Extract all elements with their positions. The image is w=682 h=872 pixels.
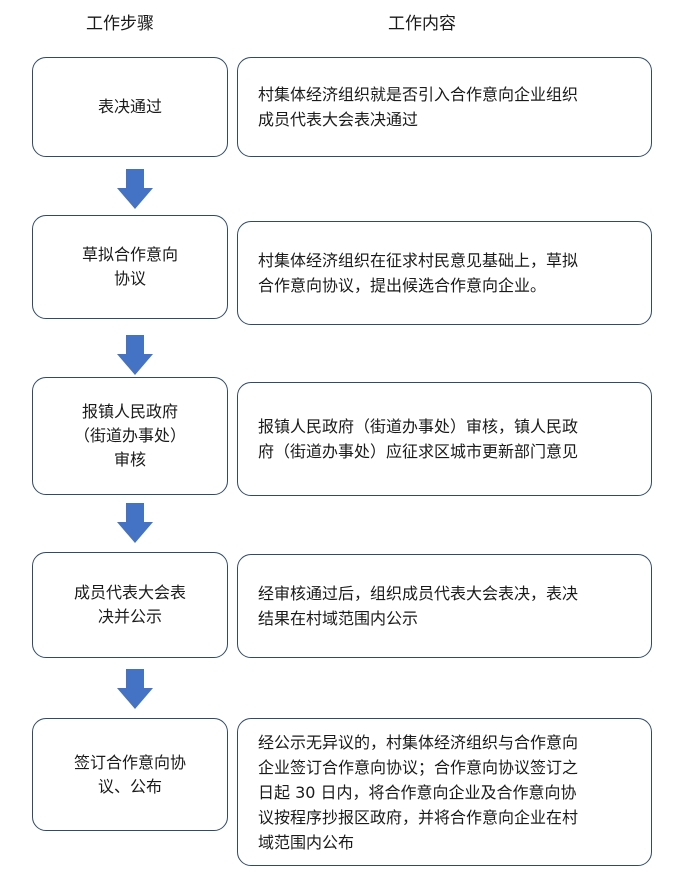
step-box-4: 成员代表大会表 决并公示 [32, 552, 228, 658]
content-box-1: 村集体经济组织就是否引入合作意向企业组织 成员代表大会表决通过 [237, 57, 652, 157]
content-text-1: 村集体经济组织就是否引入合作意向企业组织 成员代表大会表决通过 [258, 85, 579, 129]
step-box-3: 报镇人民政府 （街道办事处） 审核 [32, 377, 228, 495]
step-box-5: 签订合作意向协 议、公布 [32, 718, 228, 831]
content-text-4: 经审核通过后，组织成员代表大会表决，表决 结果在村域范围内公示 [258, 584, 579, 628]
down-arrow-icon [117, 169, 153, 209]
step-box-2: 草拟合作意向 协议 [32, 215, 228, 319]
down-arrow-icon [117, 503, 153, 543]
step-label-2: 草拟合作意向 协议 [81, 245, 178, 288]
down-arrow-icon [117, 335, 153, 375]
content-box-3: 报镇人民政府（街道办事处）审核，镇人民政 府（街道办事处）应征求区城市更新部门意… [237, 382, 652, 496]
steps-column-header: 工作步骤 [86, 14, 154, 34]
step-label-4: 成员代表大会表 决并公示 [73, 583, 186, 626]
content-text-5: 经公示无异议的，村集体经济组织与合作意向 企业签订合作意向协议；合作意向协议签订… [258, 732, 579, 852]
step-label-1: 表决通过 [97, 97, 162, 116]
step-label-3: 报镇人民政府 （街道办事处） 审核 [73, 402, 186, 469]
content-text-2: 村集体经济组织在征求村民意见基础上，草拟 合作意向协议，提出候选合作意向企业。 [258, 251, 579, 295]
content-text-3: 报镇人民政府（街道办事处）审核，镇人民政 府（街道办事处）应征求区城市更新部门意… [258, 417, 579, 461]
content-column-header: 工作内容 [388, 14, 456, 34]
down-arrow-icon [117, 669, 153, 709]
content-box-4: 经审核通过后，组织成员代表大会表决，表决 结果在村域范围内公示 [237, 554, 652, 658]
step-box-1: 表决通过 [32, 57, 228, 157]
step-label-5: 签订合作意向协 议、公布 [73, 752, 186, 796]
content-box-5: 经公示无异议的，村集体经济组织与合作意向 企业签订合作意向协议；合作意向协议签订… [237, 718, 652, 866]
content-box-2: 村集体经济组织在征求村民意见基础上，草拟 合作意向协议，提出候选合作意向企业。 [237, 221, 652, 325]
